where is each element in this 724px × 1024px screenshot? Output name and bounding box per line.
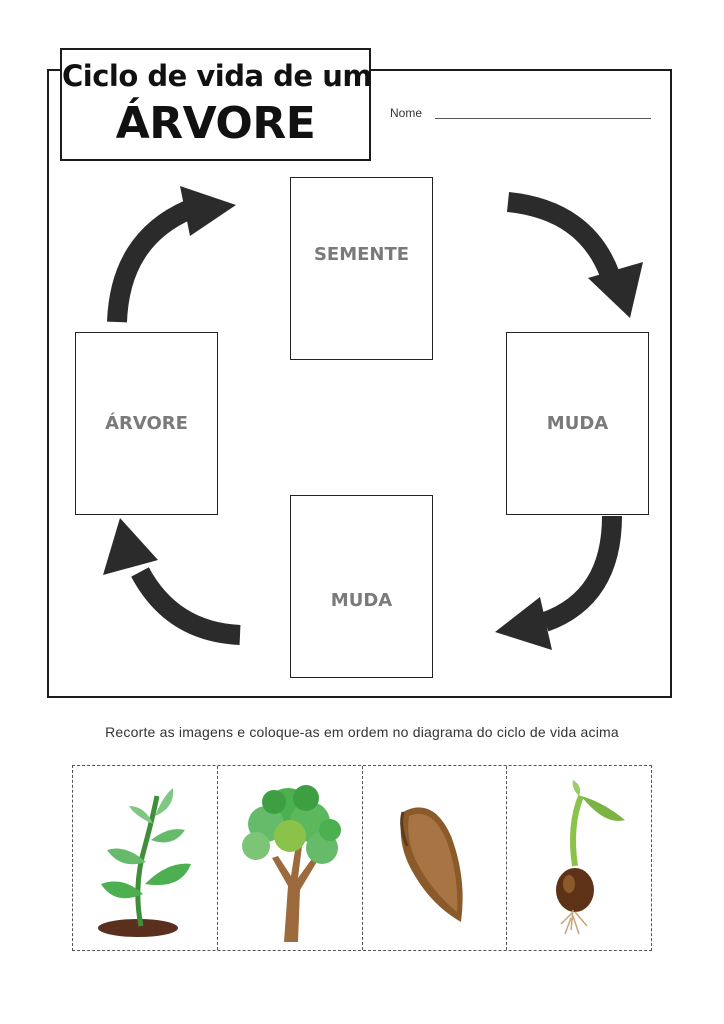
- cutout-card-young-plant[interactable]: [73, 766, 218, 950]
- title-line-2: ÁRVORE: [115, 98, 316, 149]
- stage-box-left[interactable]: ÁRVORE: [75, 332, 218, 515]
- seed-icon: [399, 807, 463, 922]
- name-input-line[interactable]: [435, 118, 651, 119]
- cutout-strip: [72, 765, 652, 951]
- stage-label-bottom: MUDA: [330, 590, 393, 611]
- tree-icon: [241, 785, 341, 942]
- title-box: Ciclo de vida de um ÁRVORE: [60, 48, 373, 161]
- cutout-card-seed[interactable]: [363, 766, 508, 950]
- cutout-card-tree[interactable]: [218, 766, 363, 950]
- title-line-1: Ciclo de vida de um: [62, 59, 373, 93]
- young-plant-icon: [98, 788, 191, 937]
- stage-label-top: SEMENTE: [313, 244, 410, 265]
- stage-label-right: MUDA: [546, 413, 609, 434]
- cutout-card-sprouting-seed[interactable]: [507, 766, 651, 950]
- stage-label-left: ÁRVORE: [105, 413, 188, 434]
- stage-box-right[interactable]: MUDA: [506, 332, 649, 515]
- stage-box-bottom[interactable]: MUDA: [290, 495, 433, 678]
- name-label: Nome: [390, 106, 423, 120]
- instruction-text: Recorte as imagens e coloque-as em ordem…: [105, 724, 619, 740]
- stage-box-top[interactable]: SEMENTE: [290, 177, 433, 360]
- sprouting-seed-icon: [556, 780, 626, 935]
